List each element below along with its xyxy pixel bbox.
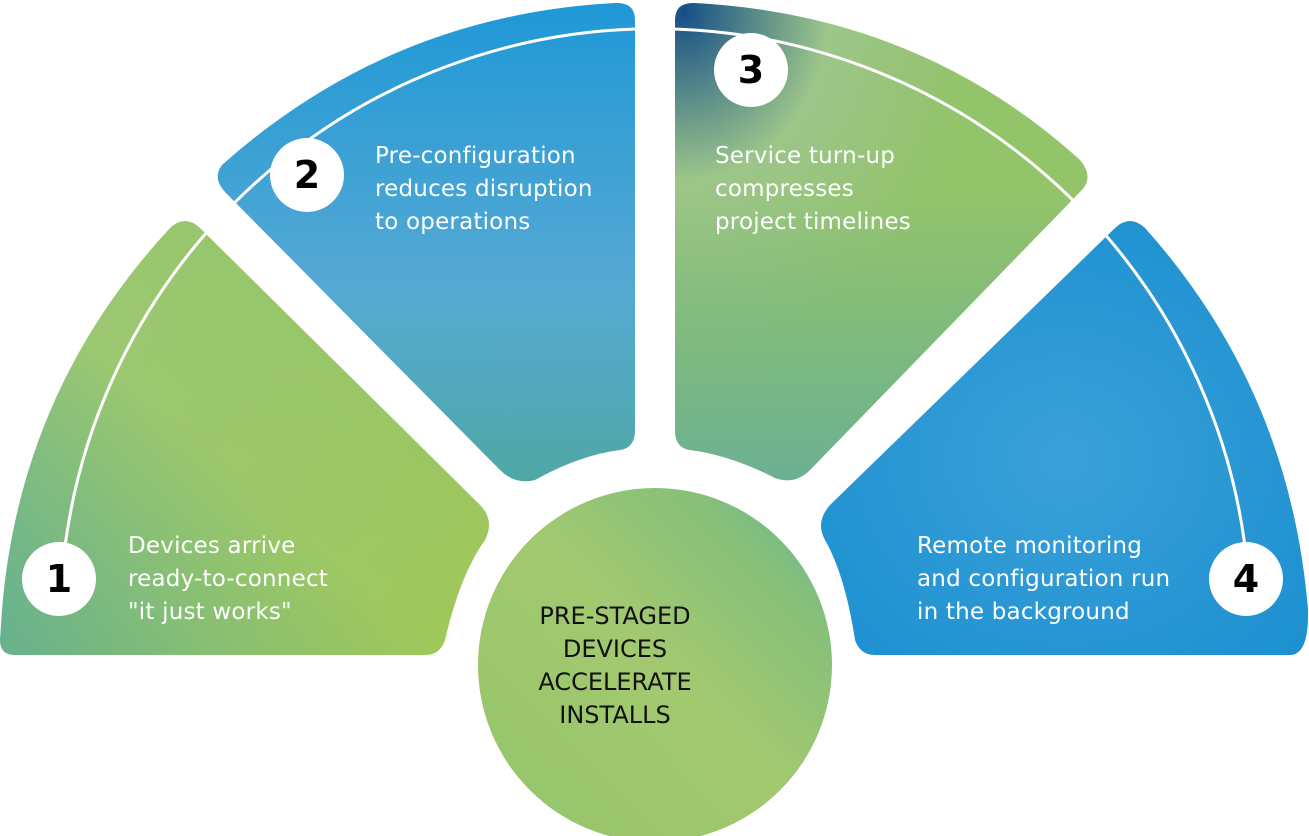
step-3-number: 3: [737, 48, 765, 92]
step-1-badge: 1: [22, 542, 96, 616]
step-3-text: Service turn-up compresses project timel…: [715, 140, 911, 239]
center-title-line: PRE-STAGED: [539, 602, 691, 630]
step-1-line: ready-to-connect: [128, 566, 329, 592]
step-1-number: 1: [45, 557, 73, 601]
wedge-step-4: [821, 221, 1309, 655]
connector-arc: [60, 27, 1250, 576]
wedge-step-1-shade: [0, 221, 489, 655]
center-title-line: DEVICES: [562, 635, 668, 663]
step-4-badge: 4: [1209, 542, 1283, 616]
step-3-line: project timelines: [715, 209, 911, 235]
step-4-text: Remote monitoring and configuration run …: [917, 530, 1170, 629]
center-title-line: INSTALLS: [559, 701, 671, 729]
step-4-number: 4: [1232, 557, 1260, 601]
step-2-line: to operations: [375, 209, 531, 235]
step-2-line: reduces disruption: [375, 176, 593, 202]
wedge-step-3-shade: [675, 2, 1088, 481]
wedge-step-2: [217, 2, 636, 482]
step-2-line: Pre-configuration: [375, 143, 576, 169]
step-4-line: Remote monitoring: [917, 533, 1143, 559]
step-2-number: 2: [293, 153, 321, 197]
step-2-badge: 2: [270, 138, 344, 212]
center-title-line: ACCELERATE: [538, 668, 692, 696]
step-3-line: compresses: [715, 176, 854, 202]
step-1-text: Devices arrive ready-to-connect "it just…: [128, 530, 328, 629]
step-3-line: Service turn-up: [715, 143, 896, 169]
center-circle: [478, 488, 832, 836]
step-4-line: and configuration run: [917, 566, 1171, 592]
step-3-badge: 3: [714, 33, 788, 107]
center-title: PRE-STAGED DEVICES ACCELERATE INSTALLS: [478, 600, 752, 732]
step-4-line: in the background: [917, 599, 1130, 625]
step-2-text: Pre-configuration reduces disruption to …: [375, 140, 593, 239]
step-1-line: Devices arrive: [128, 533, 296, 559]
step-1-line: "it just works": [128, 599, 292, 625]
